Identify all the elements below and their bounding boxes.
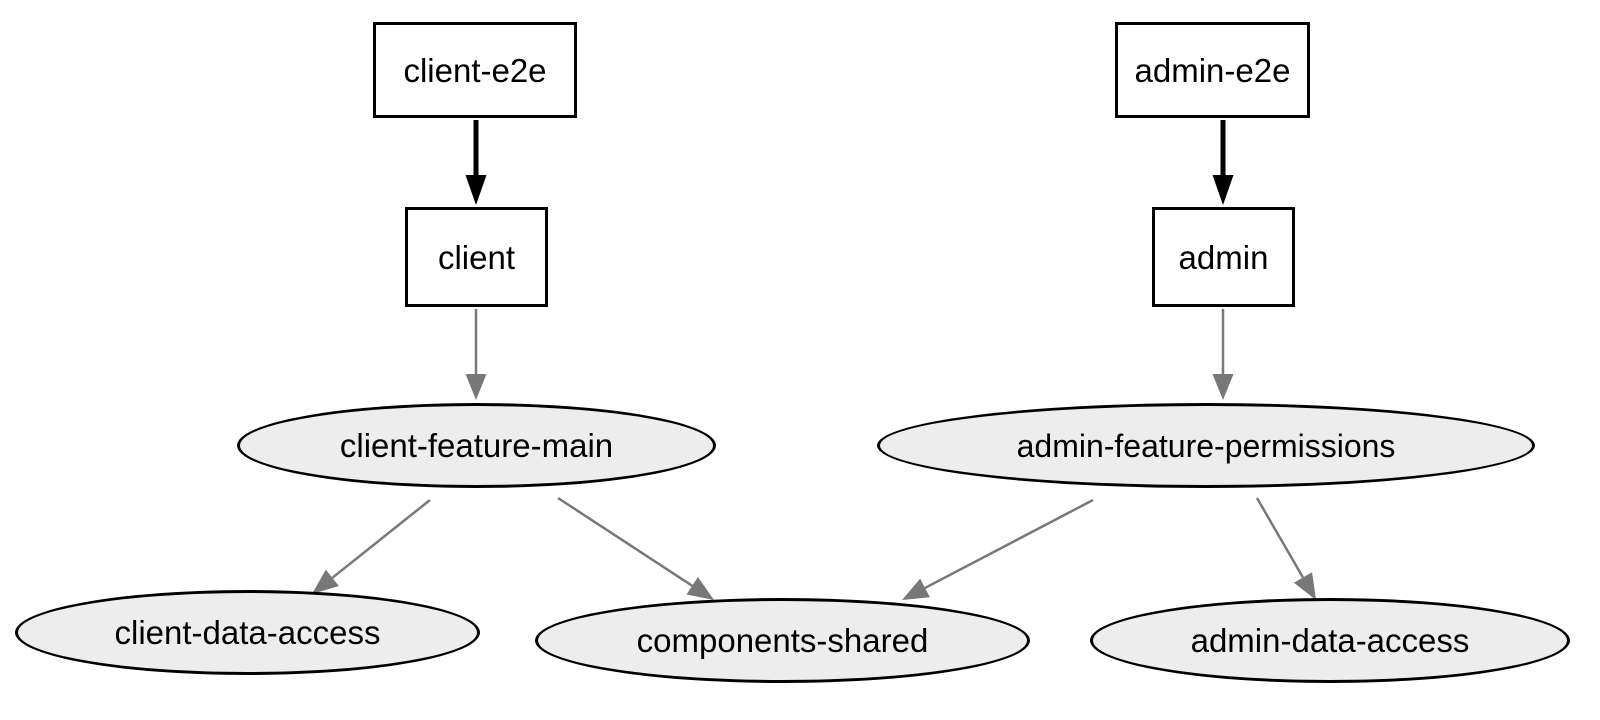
edge-client-feature-main-to-components-shared (557, 496, 714, 600)
node-label-admin-data-access: admin-data-access (1190, 622, 1470, 659)
node-admin-e2e[interactable]: admin-e2e (1115, 22, 1310, 118)
edge-admin-feature-permissions-to-components-shared (902, 498, 1094, 600)
node-label-client: client (437, 238, 516, 276)
node-label-client-data-access: client-data-access (114, 614, 381, 651)
arrowhead-icon (1212, 175, 1234, 205)
node-label-client-feature-main: client-feature-main (339, 427, 614, 464)
edge-admin-feature-permissions-to-admin-data-access (1255, 497, 1316, 600)
arrowhead-icon (465, 175, 487, 205)
edge-client-feature-main-to-client-data-access (312, 499, 431, 594)
node-admin-data-access[interactable]: admin-data-access (1090, 598, 1570, 683)
arrowhead-icon (1293, 572, 1316, 600)
edge-client-e2e-to-client (465, 120, 487, 205)
edge-client-to-client-feature-main (465, 309, 487, 400)
node-client-feature-main[interactable]: client-feature-main (237, 403, 716, 488)
arrowhead-icon (312, 569, 339, 594)
arrowhead-icon (465, 374, 487, 400)
edge-admin-to-admin-feature-permissions (1212, 309, 1234, 400)
node-client-data-access[interactable]: client-data-access (15, 590, 480, 675)
arrowhead-icon (1212, 374, 1234, 400)
node-label-client-e2e: client-e2e (403, 51, 547, 89)
node-admin[interactable]: admin (1152, 207, 1295, 307)
node-client[interactable]: client (405, 207, 548, 307)
node-label-admin-e2e: admin-e2e (1134, 51, 1291, 89)
node-components-shared[interactable]: components-shared (535, 598, 1030, 683)
arrowhead-icon (686, 576, 714, 600)
node-label-admin: admin (1178, 238, 1269, 276)
arrowhead-icon (902, 578, 930, 600)
node-client-e2e[interactable]: client-e2e (373, 22, 577, 118)
node-admin-feature-permissions[interactable]: admin-feature-permissions (877, 403, 1535, 488)
edge-admin-e2e-to-admin (1212, 120, 1234, 205)
node-label-components-shared: components-shared (636, 622, 929, 659)
node-label-admin-feature-permissions: admin-feature-permissions (1016, 427, 1396, 464)
